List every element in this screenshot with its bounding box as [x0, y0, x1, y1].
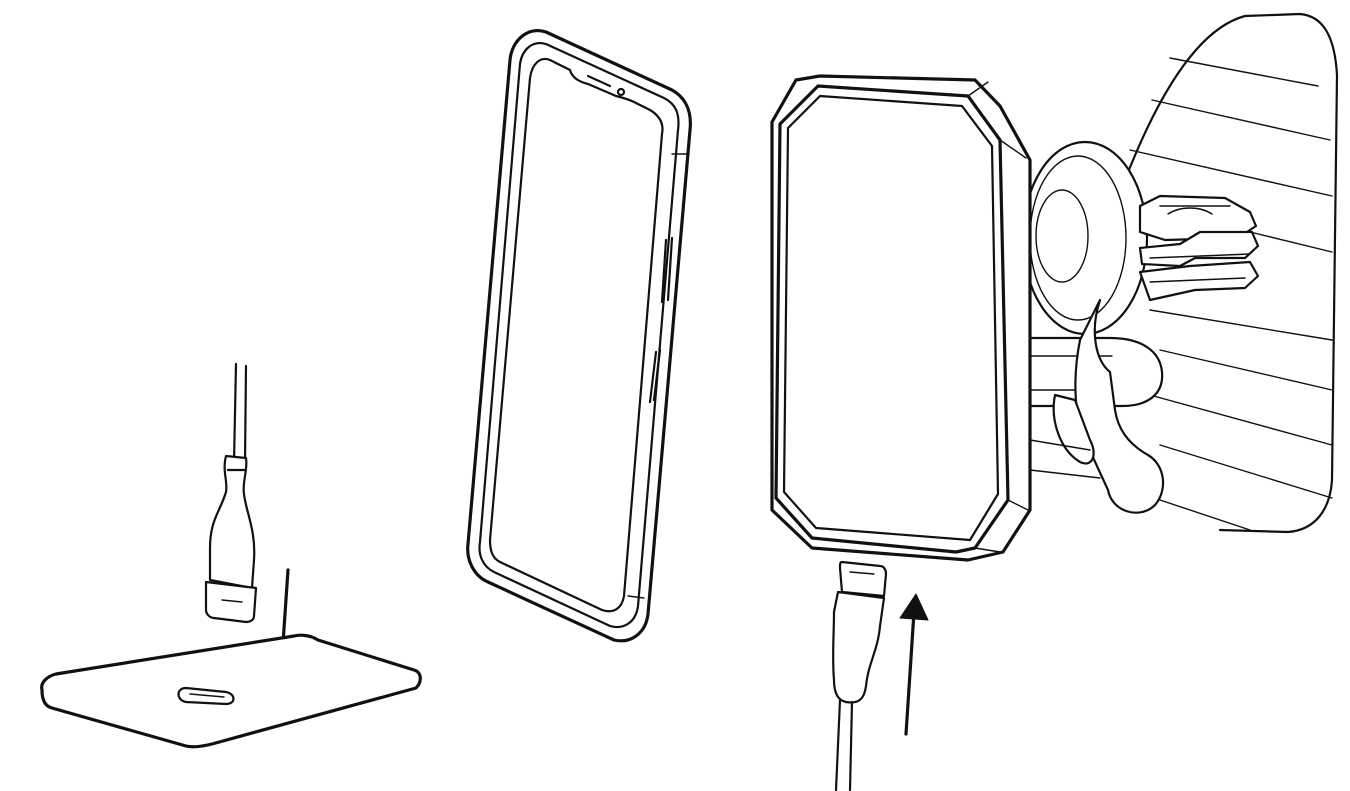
smartphone: [466, 29, 692, 643]
usb-c-port: [177, 686, 235, 706]
usb-c-cable: [832, 560, 888, 791]
usb-c-cable: [204, 362, 258, 624]
air-vent-clip: [1021, 140, 1260, 514]
magnetic-charging-mount: [770, 74, 1032, 562]
insert-arrow-up: [899, 593, 929, 736]
car-air-vent: [1123, 12, 1339, 534]
charging-pad: [40, 633, 422, 749]
